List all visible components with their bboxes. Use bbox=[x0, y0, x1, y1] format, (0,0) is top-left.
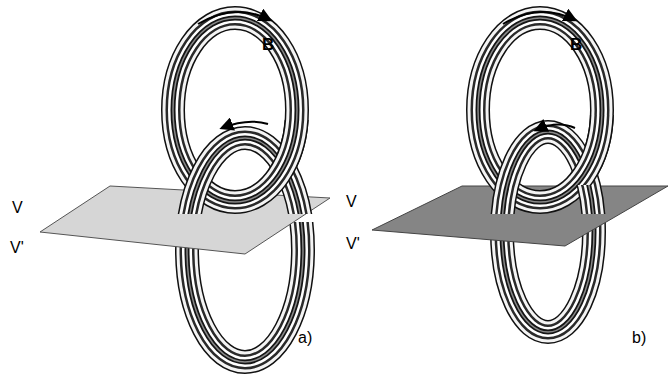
volume-label: V' bbox=[10, 240, 24, 256]
field-label: B bbox=[570, 36, 582, 53]
panel-label: a) bbox=[298, 330, 312, 346]
field-label: B bbox=[262, 36, 274, 53]
volume-label: V' bbox=[346, 236, 360, 252]
panel-label: b) bbox=[632, 330, 646, 346]
volume-label: V bbox=[346, 194, 357, 210]
volume-label: V bbox=[12, 200, 23, 216]
